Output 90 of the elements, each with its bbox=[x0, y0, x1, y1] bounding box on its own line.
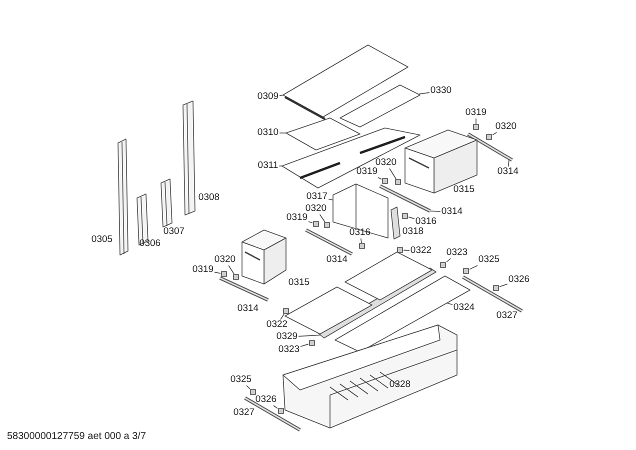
callout-number: 0320 bbox=[375, 158, 397, 168]
leader-line bbox=[430, 210, 441, 212]
callout-number: 0307 bbox=[163, 227, 185, 237]
callout-number: 0315 bbox=[453, 185, 475, 195]
drawer bbox=[242, 230, 286, 284]
callout-number: 0314 bbox=[441, 207, 463, 217]
clip bbox=[463, 268, 469, 274]
leader-line bbox=[298, 334, 322, 337]
drawing-number: 58300000127759 aet 000 a 3/7 bbox=[7, 431, 146, 442]
callout-number: 0322 bbox=[266, 320, 288, 330]
callout-number: 0310 bbox=[257, 128, 279, 138]
leader-line bbox=[389, 168, 396, 180]
clip bbox=[402, 213, 408, 219]
callout-number: 0327 bbox=[496, 311, 518, 321]
clip bbox=[233, 274, 239, 280]
callout-number: 0324 bbox=[453, 303, 475, 313]
leader-line bbox=[308, 221, 313, 224]
leader-line bbox=[469, 265, 478, 270]
callout-number: 0316 bbox=[349, 228, 371, 238]
callout-number: 0316 bbox=[415, 217, 437, 227]
callout-number: 0314 bbox=[497, 167, 519, 177]
callout-number: 0329 bbox=[276, 332, 298, 342]
callout-number: 0314 bbox=[326, 255, 348, 265]
callout-number: 0323 bbox=[446, 248, 468, 258]
clip bbox=[473, 124, 479, 130]
clip bbox=[309, 340, 315, 346]
slide-rail bbox=[467, 132, 513, 162]
callout-number: 0305 bbox=[91, 235, 113, 245]
leader-line bbox=[499, 284, 508, 288]
leader-line bbox=[273, 405, 278, 409]
leader-line bbox=[492, 132, 498, 136]
callout-number: 0320 bbox=[495, 122, 517, 132]
callout-number: 0325 bbox=[230, 375, 252, 385]
leader-line bbox=[246, 385, 250, 390]
callout-number: 0314 bbox=[237, 304, 259, 314]
clip bbox=[283, 308, 289, 314]
callout-number: 0306 bbox=[139, 239, 161, 249]
callout-number: 0328 bbox=[389, 380, 411, 390]
callout-number: 0326 bbox=[255, 395, 277, 405]
callout-number: 0318 bbox=[402, 227, 424, 237]
callout-number: 0325 bbox=[478, 255, 500, 265]
callout-number: 0317 bbox=[306, 192, 328, 202]
door-post bbox=[118, 138, 128, 256]
clip bbox=[397, 247, 403, 253]
callout-number: 0315 bbox=[288, 278, 310, 288]
callout-number: 0323 bbox=[278, 345, 300, 355]
callout-number: 0322 bbox=[410, 246, 432, 256]
callout-number: 0319 bbox=[356, 167, 378, 177]
callout-number: 0319 bbox=[286, 213, 308, 223]
clip bbox=[313, 221, 319, 227]
callout-number: 0319 bbox=[465, 108, 487, 118]
leader-line bbox=[279, 94, 284, 96]
clip bbox=[221, 271, 227, 277]
clip bbox=[250, 389, 256, 395]
callout-number: 0311 bbox=[258, 161, 278, 171]
callout-number: 0327 bbox=[233, 408, 255, 418]
leader-line bbox=[300, 344, 309, 347]
slide-rail bbox=[379, 184, 431, 213]
callout-number: 0320 bbox=[214, 255, 236, 265]
callout-number: 0320 bbox=[305, 204, 327, 214]
drawer bbox=[404, 130, 478, 194]
leader-line bbox=[228, 265, 234, 274]
door-post bbox=[160, 178, 172, 228]
clip bbox=[359, 243, 365, 249]
leader-line bbox=[360, 238, 362, 244]
leader-line bbox=[403, 250, 410, 251]
callout-number: 0319 bbox=[192, 265, 214, 275]
clip bbox=[440, 262, 446, 268]
slide-rail bbox=[219, 276, 269, 302]
leader-line bbox=[418, 92, 430, 94]
clip bbox=[382, 178, 388, 184]
leader-line bbox=[319, 214, 326, 222]
leader-line bbox=[378, 177, 382, 180]
leader-line bbox=[508, 158, 510, 167]
callout-number: 0326 bbox=[508, 275, 530, 285]
callout-number: 0309 bbox=[257, 92, 279, 102]
door-post bbox=[182, 100, 196, 216]
leader-line bbox=[408, 216, 415, 220]
clip bbox=[395, 179, 401, 185]
support-bar bbox=[390, 206, 400, 240]
leader-line bbox=[328, 198, 334, 200]
leader-line bbox=[280, 314, 284, 320]
leader-line bbox=[446, 302, 453, 305]
callout-number: 0308 bbox=[198, 193, 220, 203]
leader-line bbox=[446, 258, 451, 262]
leader-line bbox=[214, 272, 221, 274]
divider-panel bbox=[332, 184, 388, 238]
clip bbox=[324, 222, 330, 228]
callout-number: 0330 bbox=[430, 86, 452, 96]
leader-line bbox=[279, 132, 288, 134]
